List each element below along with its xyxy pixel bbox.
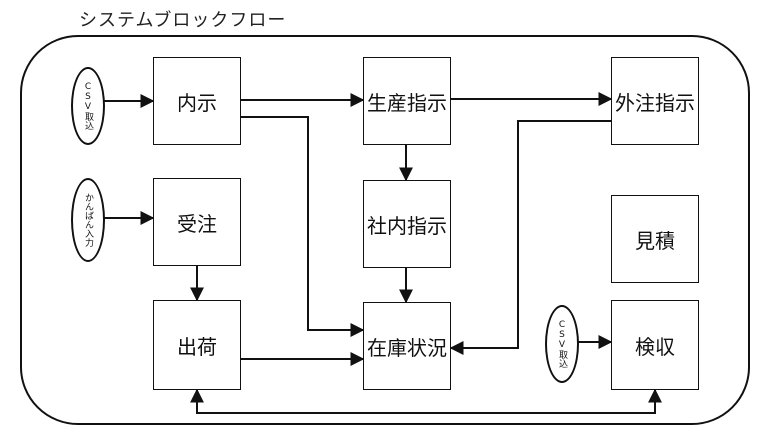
mitsumori-box: 見積 bbox=[611, 195, 699, 283]
csv-import-oval-bottom: CSV取込 bbox=[545, 305, 579, 383]
zaiko-jokyo-box: 在庫状況 bbox=[363, 302, 451, 390]
seisan-shiji-label: 生産指示 bbox=[367, 90, 447, 115]
gaichu-shiji-label: 外注指示 bbox=[615, 90, 695, 115]
zaiko-jokyo-label: 在庫状況 bbox=[367, 335, 447, 360]
csv-import-oval-top: CSV取込 bbox=[71, 67, 105, 145]
mitsumori-label: 見積 bbox=[635, 228, 675, 253]
gaichu-shiji-box: 外注指示 bbox=[611, 57, 699, 145]
arrow-shukka-kenshu-link bbox=[190, 388, 662, 414]
shukka-box: 出荷 bbox=[153, 300, 241, 390]
csv-import-label-bottom: CSV取込 bbox=[557, 320, 567, 368]
juchu-label: 受注 bbox=[177, 211, 217, 236]
juchu-box: 受注 bbox=[153, 178, 241, 266]
arrow-naiji-to-zaiko bbox=[240, 116, 365, 337]
diagram-title: システムブロックフロー bbox=[79, 10, 287, 31]
system-boundary-frame bbox=[20, 35, 750, 425]
naiji-box: 内示 bbox=[153, 57, 241, 145]
kanban-input-label: かんばん入力 bbox=[83, 193, 93, 247]
shanai-shiji-box: 社内指示 bbox=[363, 180, 451, 268]
kanban-input-oval: かんばん入力 bbox=[71, 178, 105, 262]
kenshu-label: 検収 bbox=[635, 334, 675, 359]
shanai-shiji-label: 社内指示 bbox=[367, 213, 447, 238]
shukka-label: 出荷 bbox=[177, 334, 217, 359]
arrow-gaichu-to-zaiko bbox=[449, 120, 611, 355]
naiji-label: 内示 bbox=[177, 90, 217, 115]
csv-import-label-top: CSV取込 bbox=[83, 82, 93, 130]
kenshu-box: 検収 bbox=[611, 300, 699, 390]
seisan-shiji-box: 生産指示 bbox=[363, 57, 451, 145]
